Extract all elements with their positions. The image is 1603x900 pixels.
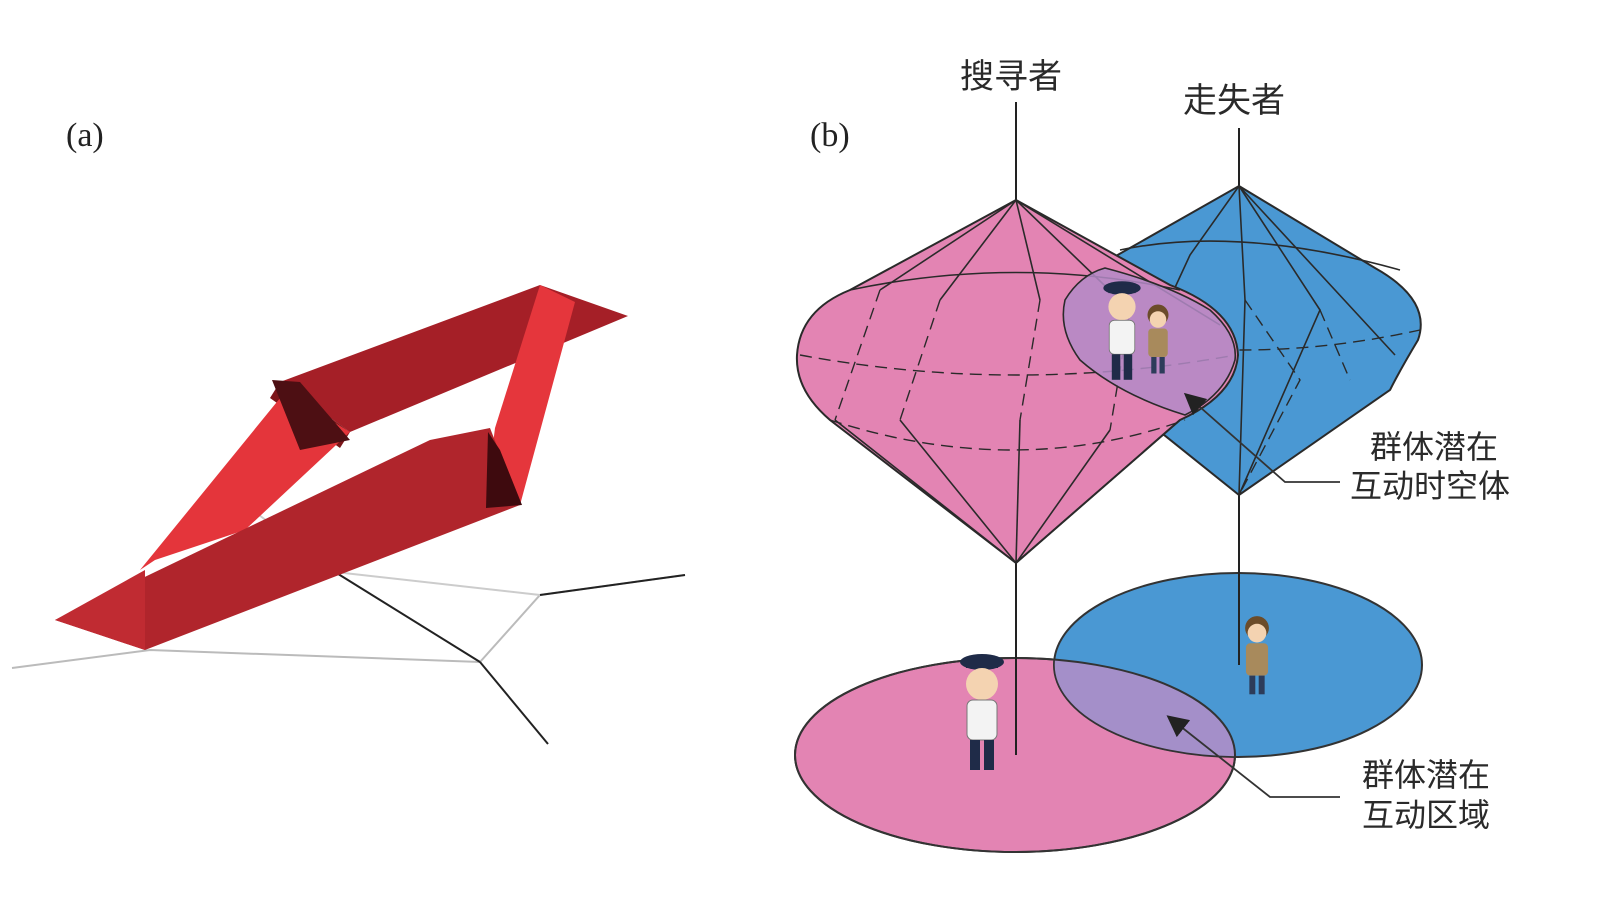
- space-time-prism: [55, 285, 628, 650]
- child-figure-ground: [1245, 616, 1269, 695]
- lost-person-label: 走失者: [1183, 81, 1285, 121]
- child-figure-top: [1147, 304, 1169, 374]
- prism-front-shade: [55, 570, 145, 650]
- panel-a-label: (a): [66, 117, 104, 154]
- overlap-area: [1053, 658, 1235, 758]
- prism-dark-right: [486, 432, 522, 508]
- volume-note-line2: 互动时空体: [1350, 467, 1510, 505]
- area-pointer: [1166, 715, 1340, 798]
- panel-a: (a): [11, 117, 686, 745]
- police-figure-top: [1103, 281, 1141, 380]
- police-figure-ground: [960, 654, 1004, 770]
- area-note-line2: 互动区域: [1362, 796, 1490, 834]
- volume-note-line1: 群体潜在: [1370, 428, 1498, 466]
- panel-b-label: (b): [810, 117, 850, 154]
- ground-areas: [794, 572, 1423, 853]
- volume-pointer: [1183, 392, 1340, 483]
- area-note-line1: 群体潜在: [1362, 756, 1490, 794]
- prism-back-top: [280, 285, 628, 432]
- prism-right-post: [487, 285, 575, 505]
- prism-front-top: [55, 428, 520, 650]
- prism-dark-left: [272, 380, 350, 450]
- searcher-label: 搜寻者: [960, 57, 1062, 97]
- panel-b: (b) 搜寻者 走失者: [794, 57, 1510, 853]
